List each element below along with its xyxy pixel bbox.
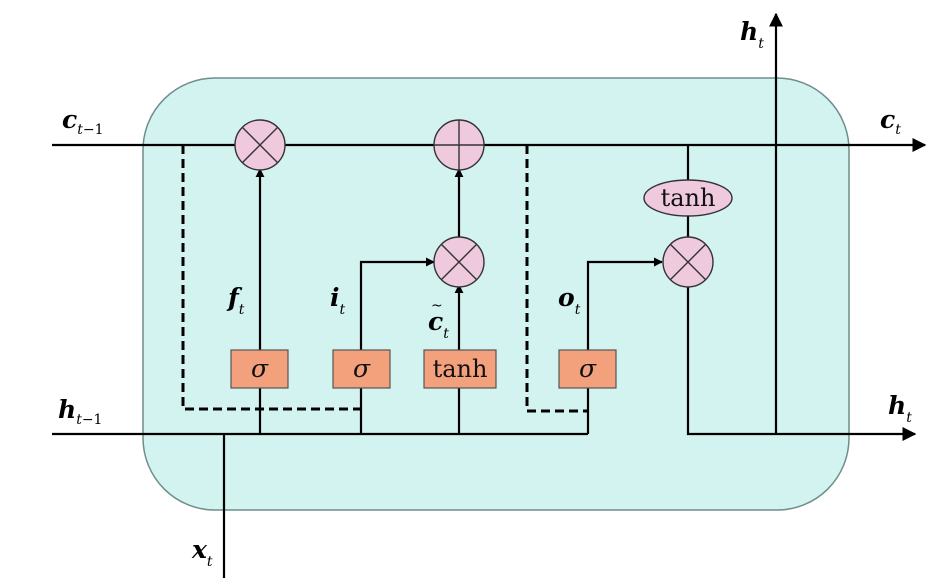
o-t-label: ot: [558, 283, 581, 318]
input-gate-label: σ: [353, 354, 371, 383]
output-gate-label: σ: [579, 354, 597, 383]
h-prev-label: ht−1: [58, 395, 102, 428]
c-out-label: ct: [880, 105, 901, 138]
hidden-output-line: [686, 286, 917, 441]
c-tilde-t-label: ct: [428, 307, 449, 342]
output-gate: σ: [558, 349, 617, 389]
i-t-label: it: [330, 283, 346, 318]
peephole-forget-input: [181, 145, 360, 411]
x-label: xt: [191, 535, 213, 570]
cell-add-op: [433, 119, 485, 171]
input-multiply-op: [433, 236, 485, 288]
c-prev-label: ct−1: [62, 105, 104, 138]
candidate-gate: tanh: [423, 349, 497, 389]
candidate-gate-label: tanh: [433, 355, 488, 383]
f-t-label: ft: [226, 283, 245, 318]
forget-gate: σ: [230, 349, 289, 389]
peephole-output: [525, 145, 588, 413]
output-multiply-op: [662, 236, 714, 288]
forget-multiply-op: [234, 119, 286, 171]
h-out-right-label: ht: [888, 391, 912, 426]
input-gate: σ: [332, 349, 391, 389]
cell-state-tanh-label: tanh: [661, 184, 716, 212]
h-out-top-label: ht: [740, 17, 764, 52]
c-tilde-accent: ~: [431, 298, 443, 314]
output-gate-output-arrow: [586, 257, 663, 350]
input-gate-output-arrow: [359, 257, 435, 350]
forget-gate-label: σ: [251, 354, 269, 383]
cell-state-tanh: tanh: [643, 179, 733, 217]
